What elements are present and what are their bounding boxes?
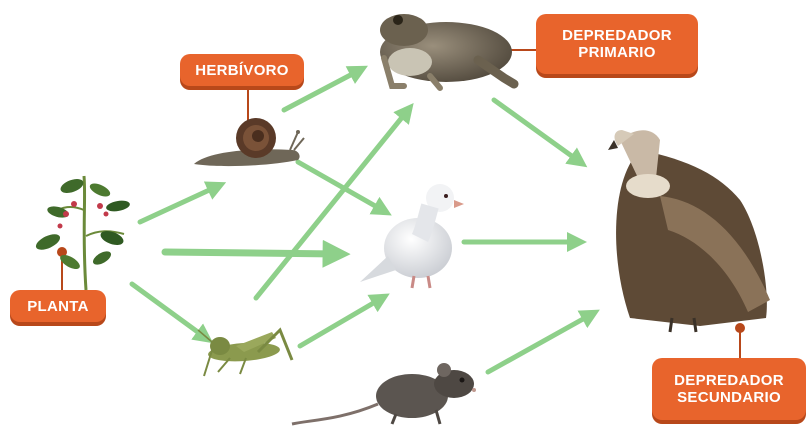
- toad-icon: [380, 14, 514, 88]
- arrows: [132, 70, 592, 372]
- arrow-toad-to-vulture: [494, 100, 580, 162]
- arrow-plant-to-snail: [140, 186, 218, 222]
- grasshopper-icon: [198, 330, 292, 376]
- arrow-snail-to-dove: [298, 162, 384, 211]
- plant-icon: [34, 176, 131, 290]
- label-depredador-primario-line2: PRIMARIO: [578, 44, 655, 61]
- label-depredador-secundario-line1: DEPREDADOR: [674, 372, 784, 389]
- rat-icon: [292, 363, 476, 424]
- arrow-plant-to-dove: [165, 252, 338, 254]
- label-depredador-primario-line1: DEPREDADOR: [562, 27, 672, 44]
- arrow-rat-to-vulture: [488, 314, 592, 372]
- label-depredador-primario: DEPREDADOR PRIMARIO: [536, 14, 698, 74]
- dove-icon: [360, 184, 464, 288]
- label-herbivoro-text: HERBÍVORO: [195, 62, 289, 79]
- arrow-grasshopper-to-dove: [300, 298, 382, 346]
- vulture-icon: [608, 130, 770, 332]
- label-planta-text: PLANTA: [27, 298, 89, 315]
- label-herbivoro: HERBÍVORO: [180, 54, 304, 86]
- label-depredador-secundario-line2: SECUNDARIO: [677, 389, 781, 406]
- label-depredador-secundario: DEPREDADOR SECUNDARIO: [652, 358, 806, 420]
- label-planta: PLANTA: [10, 290, 106, 322]
- snail-icon: [194, 118, 304, 166]
- arrow-plant-to-grasshopper: [132, 284, 206, 338]
